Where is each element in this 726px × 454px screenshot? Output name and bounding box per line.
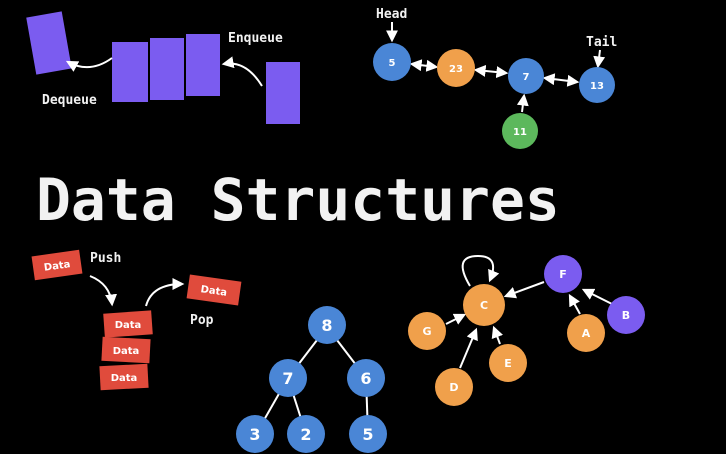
link-7-13	[542, 73, 580, 87]
head-label: Head	[376, 7, 407, 22]
graph-edge-g-c	[445, 313, 467, 325]
stack-item-box	[103, 310, 153, 338]
dequeue-arrow	[65, 57, 113, 72]
tree-node-8-label: 8	[321, 316, 332, 335]
graph-node-a-label: A	[582, 327, 591, 340]
list-node-11-label: 11	[513, 127, 527, 138]
graph-edge-f-c	[503, 281, 545, 299]
list-node: 13	[579, 67, 615, 103]
queue-item	[150, 38, 184, 100]
linked-list-diagram: Head Tail 5 23 7 13 11	[373, 7, 617, 149]
stack-item-label: Data	[115, 320, 142, 331]
list-node: 23	[437, 49, 475, 87]
graph-node-f-label: F	[559, 268, 567, 281]
stack-popped-item-box	[186, 274, 242, 306]
list-node-7-label: 7	[523, 72, 530, 83]
tree-node-6-label: 6	[360, 369, 371, 388]
stack-item-label: Data	[113, 346, 140, 357]
tree-diagram: 8 7 6 3 2 5	[236, 306, 387, 453]
push-label: Push	[90, 251, 121, 266]
list-node-23-circle	[437, 49, 475, 87]
stack-item-box	[101, 336, 151, 364]
list-node-13-label: 13	[590, 81, 604, 92]
list-node-23-label: 23	[449, 64, 463, 75]
stack-item-label: Data	[111, 373, 138, 384]
stack-item-box	[99, 363, 149, 391]
list-node-5-circle	[373, 43, 411, 81]
queue-item	[186, 34, 220, 96]
tree-node-7-circle	[269, 359, 307, 397]
list-node: 5	[373, 43, 411, 81]
tree-node-2-label: 2	[300, 425, 311, 444]
queue-diagram: Dequeue Enqueue	[26, 11, 300, 124]
tree-node-3-circle	[236, 415, 274, 453]
tree-node-7-label: 7	[282, 369, 293, 388]
graph-edge-b-f	[581, 288, 613, 305]
page-title: Data Structures	[36, 166, 560, 234]
dequeue-label: Dequeue	[42, 93, 97, 108]
graph-node-g-circle	[408, 312, 446, 350]
link-5-23	[409, 59, 439, 72]
graph-diagram: C F G A B D E	[408, 254, 645, 406]
graph-self-loop-c	[461, 254, 500, 287]
tail-label: Tail	[586, 35, 617, 50]
graph-node-f-circle	[544, 255, 582, 293]
graph-edge-a-f	[568, 293, 581, 315]
graph-node-d-label: D	[449, 381, 458, 394]
list-node-11-circle	[502, 113, 538, 149]
graph-node-g-label: G	[422, 325, 431, 338]
queue-dequeued-item	[26, 11, 72, 75]
stack-popped-item-label: Data	[200, 284, 228, 299]
push-arrow	[89, 275, 118, 307]
stack-pushed-item-box	[31, 249, 83, 281]
pop-label: Pop	[190, 313, 214, 328]
graph-node-d-circle	[435, 368, 473, 406]
list-node: 11	[502, 113, 538, 149]
list-node-5-label: 5	[389, 58, 396, 69]
tree-node-5-label: 5	[362, 425, 373, 444]
stack-diagram: Data Push Data Pop Data Data Data	[31, 249, 242, 391]
tail-pointer-arrow	[593, 49, 606, 69]
tree-node-3-label: 3	[249, 425, 260, 444]
queue-item	[112, 42, 148, 102]
graph-node-c-label: C	[480, 299, 488, 312]
tree-node-2-circle	[287, 415, 325, 453]
graph-node-e-circle	[489, 344, 527, 382]
stack-pushed-item-label: Data	[43, 259, 71, 274]
graph-node-e-label: E	[504, 357, 512, 370]
list-node-13-circle	[579, 67, 615, 103]
graph-node-a-circle	[567, 314, 605, 352]
graph-node-b-circle	[607, 296, 645, 334]
graph-node-c-circle	[463, 284, 505, 326]
list-node-7-circle	[508, 58, 544, 94]
tree-node-8-circle	[308, 306, 346, 344]
pop-arrow	[145, 278, 185, 307]
enqueue-arrow	[221, 56, 263, 87]
queue-enqueued-item	[266, 62, 300, 124]
link-11-7	[516, 93, 529, 113]
tree-node-6-circle	[347, 359, 385, 397]
enqueue-label: Enqueue	[228, 31, 283, 46]
graph-edge-d-c	[459, 327, 478, 369]
tree-node-5-circle	[349, 415, 387, 453]
link-23-7	[473, 64, 509, 79]
graph-edge-e-c	[491, 325, 503, 345]
list-node: 7	[508, 58, 544, 94]
graph-node-b-label: B	[622, 309, 630, 322]
